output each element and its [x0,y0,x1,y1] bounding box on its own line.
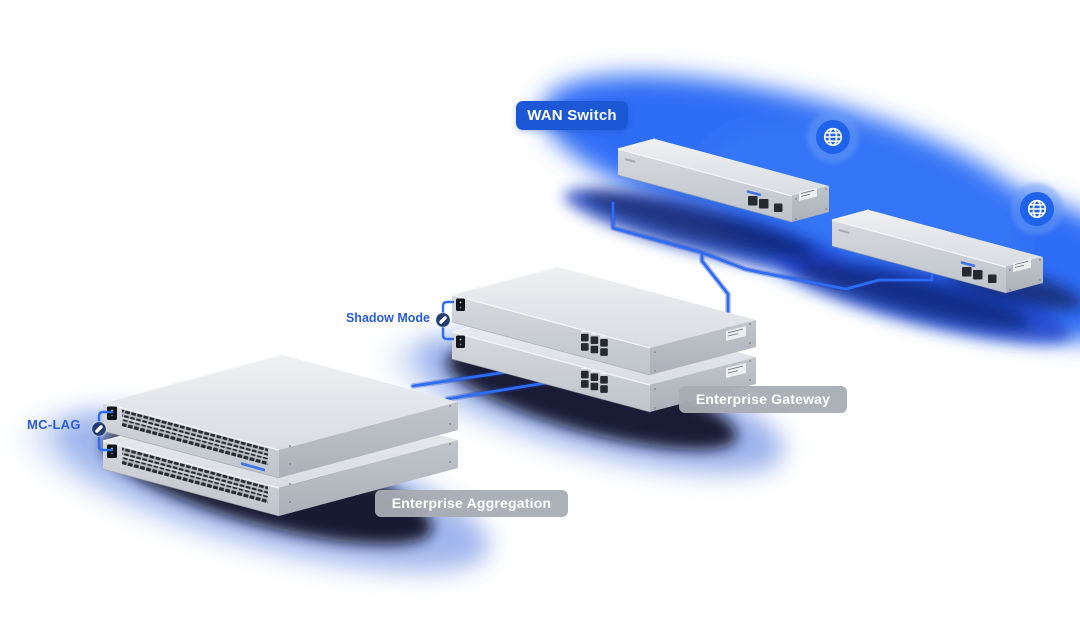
globe-icon [807,111,859,163]
cable-wan1-gateway [611,201,730,335]
link-icon [91,421,107,437]
mc-lag-bracket [91,410,114,452]
shadow-mode-bracket [435,300,455,341]
globe-icon [1011,183,1063,235]
link-icon [435,312,451,328]
aggregation-status-lightbar [241,462,265,472]
cable-gateway-wan2 [700,251,934,291]
